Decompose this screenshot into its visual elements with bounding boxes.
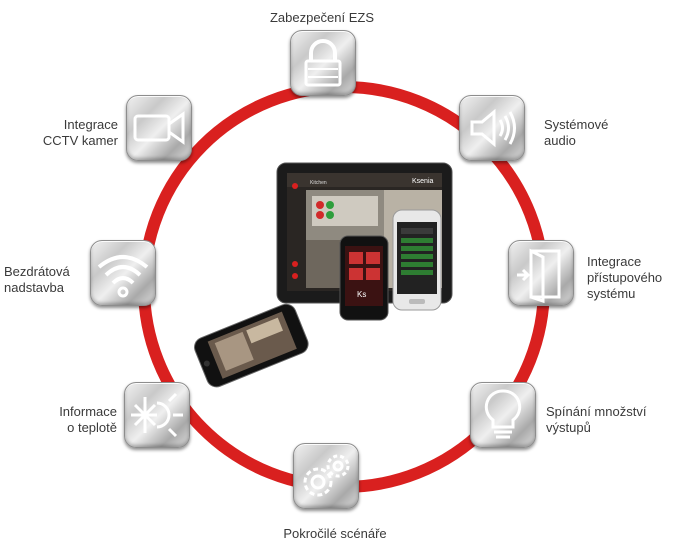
speaker-icon [470,108,516,148]
tablet-room: Kitchen [310,180,327,186]
label-security-text: Zabezpečení EZS [269,10,375,25]
phone-logo: Ks [357,290,366,299]
label-wireless-line1: Bezdrátová [4,264,70,279]
wireless-tile[interactable] [90,240,156,306]
label-security: Zabezpečení EZS [250,10,394,26]
phone-landscape [194,303,309,388]
label-temperature-line1: Informace [59,404,117,419]
phone-black: Ks [339,235,389,321]
door-icon [517,248,561,304]
temperature-tile[interactable] [124,382,190,448]
label-access-line3: systému [587,286,636,301]
devices-group: Kitchen Ksenia [194,162,453,388]
label-cctv-line2: CCTV kamer [42,133,118,148]
gears-icon [303,454,350,497]
label-outputs: Spínání množství výstupů [546,404,646,436]
tablet-brand: Ksenia [412,178,434,185]
scenarios-tile[interactable] [293,443,359,509]
label-outputs-line2: výstupů [546,420,591,435]
access-tile[interactable] [508,240,574,306]
cctv-tile[interactable] [126,95,192,161]
snow-sun-icon [131,392,183,438]
label-scenarios: Pokročilé scénáře [250,526,420,542]
lock-icon [304,39,342,87]
label-cctv: Integrace CCTV kamer [20,117,118,149]
label-temperature: Informace o teplotě [20,404,117,436]
label-audio-line1: Systémové [544,117,609,132]
security-tile[interactable] [290,30,356,96]
label-cctv-line1: Integrace [63,117,118,132]
audio-tile[interactable] [459,95,525,161]
label-access-line1: Integrace [587,254,642,269]
label-access: Integrace přístupového systému [587,254,662,302]
camera-icon [133,111,185,145]
label-access-line2: přístupového [587,270,663,285]
phone-white [392,209,442,311]
outputs-tile[interactable] [470,382,536,448]
bulb-icon [484,389,522,439]
tablet: Kitchen Ksenia [276,162,453,304]
label-audio-line2: audio [544,133,576,148]
label-wireless: Bezdrátová nadstavba [4,264,70,296]
label-outputs-line1: Spínání množství [546,404,647,419]
label-temperature-line2: o teplotě [67,420,117,435]
label-wireless-line2: nadstavba [4,280,64,295]
label-audio: Systémové audio [544,117,608,149]
wifi-icon [97,255,149,298]
label-scenarios-text: Pokročilé scénáře [283,526,387,541]
